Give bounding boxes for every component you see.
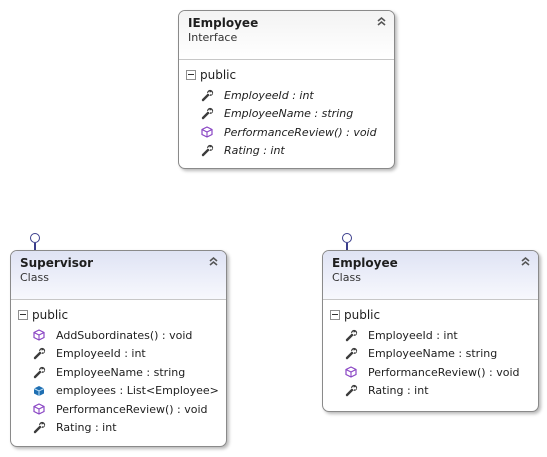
property-wrench-icon bbox=[32, 365, 46, 379]
member-label: Rating : int bbox=[56, 421, 117, 435]
supervisor-class-shape[interactable]: Supervisor Class public AddSubordinates(… bbox=[10, 250, 227, 447]
member-row[interactable]: Rating : int bbox=[11, 419, 226, 438]
method-cube-icon bbox=[32, 328, 46, 342]
member-row[interactable]: PerformanceReview() : void bbox=[179, 123, 394, 142]
member-label: PerformanceReview() : void bbox=[368, 365, 520, 379]
shape-header: IEmployee Interface bbox=[179, 11, 394, 59]
employee-interface-lollipop bbox=[342, 233, 352, 250]
shape-stereotype: Class bbox=[20, 271, 49, 284]
member-label: EmployeeName : string bbox=[56, 365, 186, 379]
field-icon bbox=[32, 384, 46, 398]
method-cube-icon bbox=[32, 402, 46, 416]
shape-header: Supervisor Class bbox=[11, 251, 226, 299]
section-header[interactable]: public bbox=[323, 307, 538, 323]
collapse-minus-icon[interactable] bbox=[186, 70, 196, 80]
ie-employee-interface-shape[interactable]: IEmployee Interface public EmployeeId : … bbox=[178, 10, 395, 169]
member-row[interactable]: EmployeeId : int bbox=[179, 86, 394, 105]
section-label: public bbox=[200, 68, 237, 82]
member-label: Rating : int bbox=[368, 384, 429, 398]
property-wrench-icon bbox=[32, 421, 46, 435]
collapse-chevron-icon[interactable] bbox=[374, 14, 388, 28]
member-row[interactable]: PerformanceReview() : void bbox=[323, 363, 538, 382]
shape-stereotype: Interface bbox=[188, 31, 238, 44]
property-wrench-icon bbox=[200, 107, 214, 121]
section-label: public bbox=[344, 308, 381, 322]
property-wrench-icon bbox=[200, 144, 214, 158]
shape-title: IEmployee bbox=[188, 16, 259, 30]
section-header[interactable]: public bbox=[11, 307, 226, 323]
member-label: PerformanceReview() : void bbox=[56, 402, 208, 416]
supervisor-interface-lollipop bbox=[30, 233, 40, 250]
shape-stereotype: Class bbox=[332, 271, 361, 284]
shape-title: Supervisor bbox=[20, 256, 94, 270]
shape-title: Employee bbox=[332, 256, 398, 270]
member-label: EmployeeId : int bbox=[56, 347, 146, 361]
member-label: employees : List<Employee> bbox=[56, 384, 219, 398]
member-row[interactable]: EmployeeId : int bbox=[323, 326, 538, 345]
member-row[interactable]: EmployeeId : int bbox=[11, 345, 226, 364]
shape-header: Employee Class bbox=[323, 251, 538, 299]
collapse-minus-icon[interactable] bbox=[18, 310, 28, 320]
member-label: EmployeeName : string bbox=[368, 347, 498, 361]
section-label: public bbox=[32, 308, 69, 322]
member-row[interactable]: EmployeeName : string bbox=[11, 363, 226, 382]
method-cube-icon bbox=[200, 125, 214, 139]
member-row[interactable]: AddSubordinates() : void bbox=[11, 326, 226, 345]
collapse-chevron-icon[interactable] bbox=[518, 254, 532, 268]
member-label: EmployeeId : int bbox=[368, 328, 458, 342]
property-wrench-icon bbox=[344, 347, 358, 361]
member-row[interactable]: EmployeeName : string bbox=[179, 105, 394, 124]
property-wrench-icon bbox=[200, 88, 214, 102]
member-label: EmployeeName : string bbox=[224, 107, 354, 121]
member-label: PerformanceReview() : void bbox=[224, 125, 377, 139]
member-row[interactable]: Rating : int bbox=[323, 382, 538, 401]
method-cube-icon bbox=[344, 365, 358, 379]
member-label: Rating : int bbox=[224, 144, 285, 158]
member-label: AddSubordinates() : void bbox=[56, 328, 193, 342]
property-wrench-icon bbox=[32, 347, 46, 361]
section-header[interactable]: public bbox=[179, 67, 394, 83]
member-label: EmployeeId : int bbox=[224, 88, 314, 102]
property-wrench-icon bbox=[344, 384, 358, 398]
collapse-chevron-icon[interactable] bbox=[206, 254, 220, 268]
member-row[interactable]: employees : List<Employee> bbox=[11, 382, 226, 401]
property-wrench-icon bbox=[344, 328, 358, 342]
member-row[interactable]: PerformanceReview() : void bbox=[11, 400, 226, 419]
collapse-minus-icon[interactable] bbox=[330, 310, 340, 320]
member-row[interactable]: Rating : int bbox=[179, 142, 394, 161]
member-row[interactable]: EmployeeName : string bbox=[323, 345, 538, 364]
